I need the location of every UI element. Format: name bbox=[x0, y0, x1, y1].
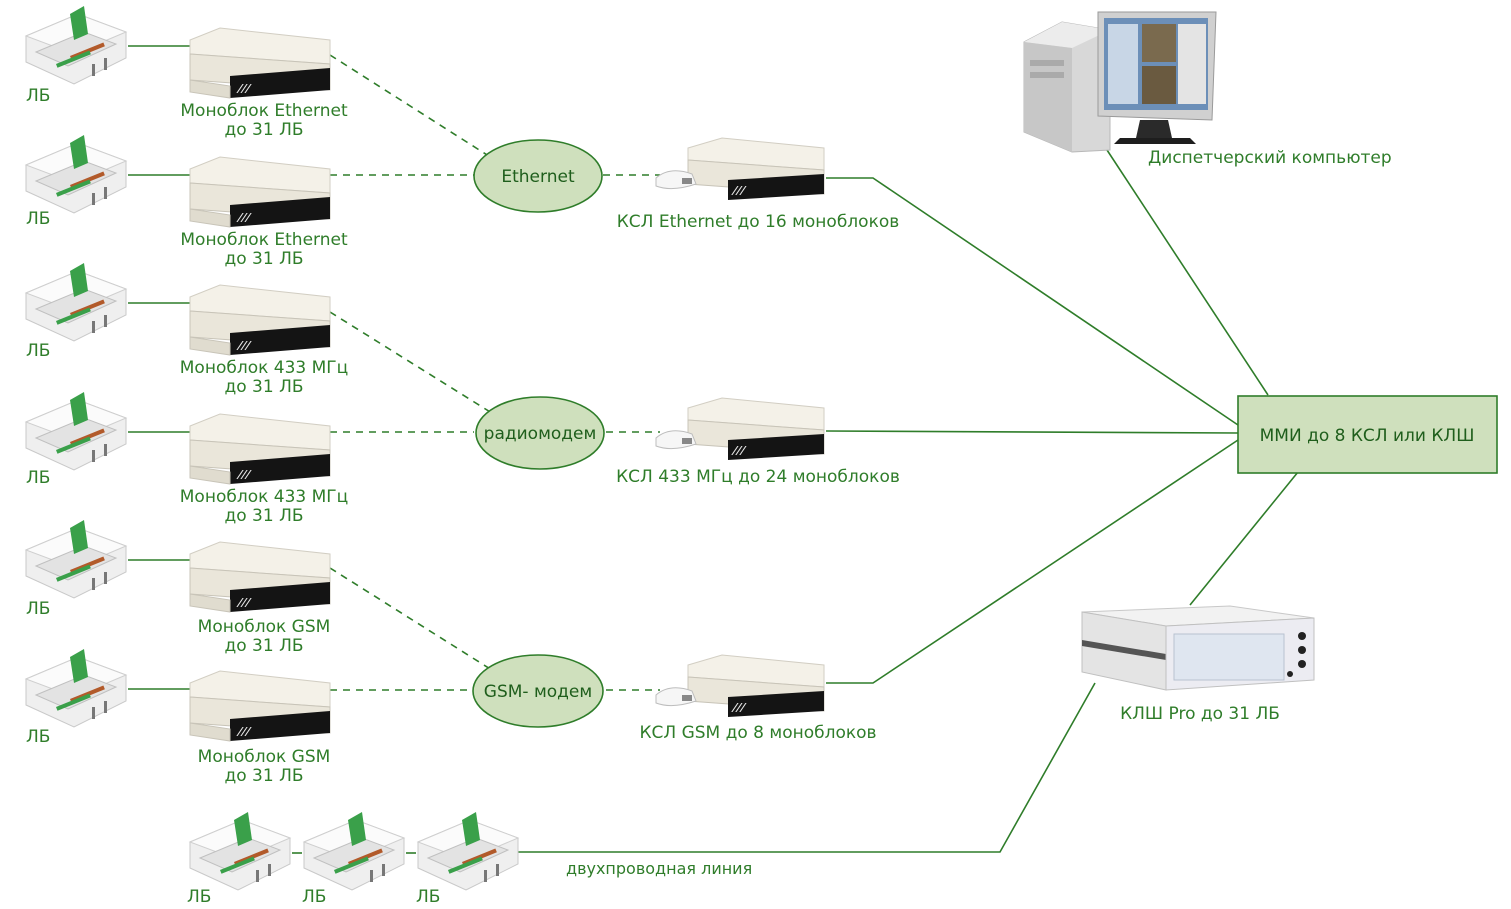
computer-label: Диспетчерский компьютер bbox=[1148, 148, 1392, 168]
monoblock-label-line2: до 31 ЛБ bbox=[224, 249, 303, 269]
monoblock-label-line2: до 31 ЛБ bbox=[224, 636, 303, 656]
monoblock-label: Моноблок GSM до 31 ЛБ bbox=[198, 617, 331, 656]
monoblock-label-line2: до 31 ЛБ bbox=[224, 766, 303, 786]
ksl-433-label: КСЛ 433 МГц до 24 моноблоков bbox=[616, 467, 900, 487]
monoblock-device bbox=[189, 284, 331, 356]
monoblock-label-line2: до 31 ЛБ bbox=[224, 120, 303, 140]
monoblock-label-line1: Моноблок 433 МГц bbox=[180, 358, 348, 378]
lb-device bbox=[25, 134, 127, 214]
monoblock-device bbox=[189, 413, 331, 485]
monoblock-label-line2: до 31 ЛБ bbox=[224, 506, 303, 526]
monoblock-label-line1: Моноблок 433 МГц bbox=[180, 487, 348, 507]
connections bbox=[128, 45, 1299, 854]
lb-device bbox=[25, 648, 127, 728]
ksl-device bbox=[655, 137, 825, 201]
lb-label: ЛБ bbox=[26, 468, 50, 488]
ksl-ethernet-label: КСЛ Ethernet до 16 моноблоков bbox=[617, 212, 900, 232]
lb-label: ЛБ bbox=[26, 86, 50, 106]
monoblock-device bbox=[189, 156, 331, 228]
monoblock-label: Моноблок GSM до 31 ЛБ bbox=[198, 747, 331, 786]
monoblock-label-line1: Моноблок Ethernet bbox=[180, 230, 348, 250]
monoblock-label: Моноблок Ethernet до 31 ЛБ bbox=[180, 101, 348, 140]
hub-radiomodem-label: радиомодем bbox=[484, 424, 597, 444]
lb-device bbox=[25, 262, 127, 342]
lb-label: ЛБ bbox=[302, 887, 326, 907]
klsh-device bbox=[1081, 605, 1315, 691]
monoblock-label: Моноблок Ethernet до 31 ЛБ bbox=[180, 230, 348, 269]
ksl-device bbox=[655, 397, 825, 461]
ksl-gsm-label: КСЛ GSM до 8 моноблоков bbox=[639, 723, 876, 743]
lb-device bbox=[189, 811, 291, 891]
monoblock-label-line1: Моноблок GSM bbox=[198, 747, 331, 767]
two-wire-line-label: двухпроводная линия bbox=[566, 859, 752, 878]
hub-gsm-modem: GSM- модем bbox=[472, 654, 604, 728]
mmi-label: ММИ до 8 КСЛ или КЛШ bbox=[1260, 426, 1475, 446]
lb-label: ЛБ bbox=[416, 887, 440, 907]
lb-label: ЛБ bbox=[187, 887, 211, 907]
lb-device bbox=[303, 811, 405, 891]
lb-label: ЛБ bbox=[26, 341, 50, 361]
lb-label: ЛБ bbox=[26, 727, 50, 747]
monoblock-label: Моноблок 433 МГц до 31 ЛБ bbox=[180, 487, 348, 526]
lb-device bbox=[25, 391, 127, 471]
computer-device bbox=[1023, 11, 1217, 153]
hub-gsm-modem-label: GSM- модем bbox=[484, 682, 592, 702]
lb-label: ЛБ bbox=[26, 209, 50, 229]
hub-radiomodem: радиомодем bbox=[475, 396, 605, 470]
monoblock-device bbox=[189, 670, 331, 742]
lb-label: ЛБ bbox=[26, 599, 50, 619]
hub-ethernet-label: Ethernet bbox=[501, 167, 575, 187]
lb-device bbox=[417, 811, 519, 891]
lb-device bbox=[25, 519, 127, 599]
hub-ethernet: Ethernet bbox=[473, 139, 603, 213]
lb-device bbox=[25, 5, 127, 85]
ksl-device bbox=[655, 654, 825, 718]
mmi-box: ММИ до 8 КСЛ или КЛШ bbox=[1237, 395, 1498, 474]
monoblock-label-line1: Моноблок Ethernet bbox=[180, 101, 348, 121]
monoblock-device bbox=[189, 541, 331, 613]
monoblock-label-line2: до 31 ЛБ bbox=[224, 377, 303, 397]
monoblock-device bbox=[189, 27, 331, 99]
monoblock-label-line1: Моноблок GSM bbox=[198, 617, 331, 637]
klsh-label: КЛШ Pro до 31 ЛБ bbox=[1120, 704, 1280, 724]
monoblock-label: Моноблок 433 МГц до 31 ЛБ bbox=[180, 358, 348, 397]
